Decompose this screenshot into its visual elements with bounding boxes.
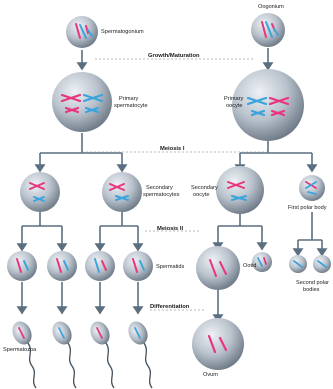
spermatid-cell xyxy=(85,251,115,281)
label-secondary-oocyte-line2: oocyte xyxy=(193,192,209,198)
second-polar-body-cell xyxy=(313,255,331,273)
primary-oocyte-cell xyxy=(232,69,304,141)
label-secondary-oocyte-line1: Secondary xyxy=(191,185,218,191)
ovum-cell xyxy=(192,318,244,370)
secondary-spermatocyte-right-cell xyxy=(102,172,142,212)
spermatogonium-cell xyxy=(66,16,98,48)
label-meiosis-1: Meiosis I xyxy=(160,146,185,152)
label-ootid: Ootid xyxy=(243,263,256,269)
label-primary-spermatocyte-line1: Primary xyxy=(119,96,138,102)
label-spermatozoa: Spermatozoa xyxy=(3,347,37,353)
spermatid-cell xyxy=(123,251,153,281)
label-oogonium: Oogonium xyxy=(258,4,284,10)
secondary-spermatocyte-left-cell xyxy=(20,172,60,212)
label-spermatids: Spermatids xyxy=(156,264,184,270)
spermatid-cell xyxy=(7,251,37,281)
label-primary-oocyte-line1: Primary xyxy=(224,96,243,102)
spermatozoon xyxy=(87,318,114,388)
label-primary-spermatocyte-line2: spermatocyte xyxy=(114,103,148,109)
label-first-polar-body: First polar body xyxy=(288,205,327,211)
label-secondary-spermatocytes-line2: spermatocytes xyxy=(143,192,180,198)
label-secondary-spermatocytes-line1: Secondary xyxy=(146,185,173,191)
second-polar-body-cell xyxy=(289,255,307,273)
spermatid-cell xyxy=(47,251,77,281)
oogonium-cell xyxy=(251,13,285,47)
spermatozoon xyxy=(49,318,76,388)
spermatozoon xyxy=(125,318,152,388)
primary-spermatocyte-cell xyxy=(52,72,112,132)
label-second-polar-bodies-line2: bodies xyxy=(303,287,320,293)
second-polar-body-cell xyxy=(252,252,272,272)
label-differentiation: Differentiation xyxy=(150,304,190,310)
label-second-polar-bodies-line1: Second polar xyxy=(296,280,329,286)
label-primary-oocyte-line2: oocyte xyxy=(226,103,242,109)
ootid-cell xyxy=(196,246,240,290)
secondary-oocyte-cell xyxy=(216,166,264,214)
label-spermatogonium: Spermatogonium xyxy=(101,29,144,35)
first-polar-body-cell xyxy=(299,175,325,201)
label-meiosis-2: Meiosis II xyxy=(157,226,183,232)
label-growth-maturation: Growth/Maturation xyxy=(148,53,200,59)
spermatozoon xyxy=(9,318,36,388)
label-ovum: Ovum xyxy=(203,372,218,378)
